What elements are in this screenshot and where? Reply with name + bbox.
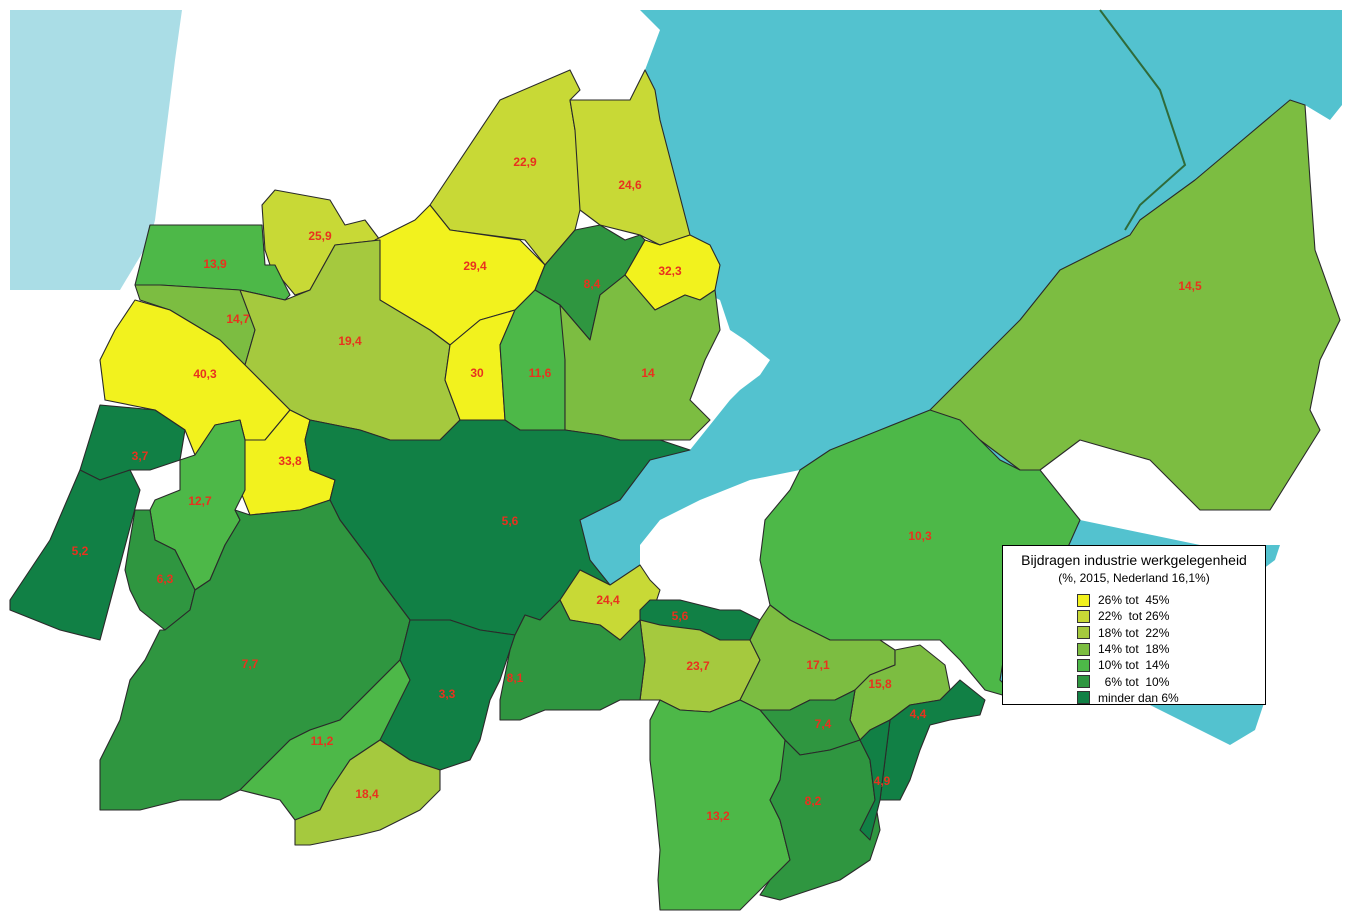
region-value-label: 7,4	[815, 717, 832, 731]
region-value-label: 5,6	[672, 609, 689, 623]
region-value-label: 14,7	[226, 312, 250, 326]
region-value-label: 40,3	[193, 367, 217, 381]
municipality-region	[569, 69, 691, 246]
legend-label: 26% tot 45%	[1098, 593, 1170, 608]
legend-item: 18% tot 22%	[1077, 625, 1179, 641]
region-value-label: 7,7	[242, 657, 259, 671]
region-value-label: 15,8	[868, 677, 892, 691]
region-value-label: 13,2	[706, 809, 730, 823]
region-value-label: 6,3	[157, 572, 174, 586]
region-value-label: 17,1	[806, 658, 830, 672]
region-value-label: 24,4	[596, 593, 620, 607]
region-value-label: 22,9	[513, 155, 537, 169]
region-value-label: 14	[641, 366, 655, 380]
legend-item: 6% tot 10%	[1077, 673, 1179, 689]
region-value-label: 30	[470, 366, 484, 380]
region-value-label: 14,5	[1178, 279, 1202, 293]
legend-title: Bijdragen industrie werkgelegenheid	[1021, 552, 1247, 568]
legend-item: 26% tot 45%	[1077, 592, 1179, 608]
region-value-label: 3,7	[132, 449, 149, 463]
region-value-label: 8,2	[805, 794, 822, 808]
legend-swatch	[1077, 658, 1090, 672]
north-sea	[10, 10, 182, 290]
legend-label: 14% tot 18%	[1098, 642, 1170, 657]
legend-label: 22% tot 26%	[1098, 609, 1170, 624]
region-value-label: 29,4	[463, 259, 487, 273]
region-value-label: 12,7	[188, 494, 212, 508]
region-value-label: 3,3	[439, 687, 456, 701]
legend-swatch	[1077, 642, 1090, 656]
legend-item: 14% tot 18%	[1077, 641, 1179, 657]
municipality-region	[294, 739, 441, 846]
legend-swatch	[1077, 609, 1090, 623]
municipality-region	[759, 409, 1081, 701]
region-value-label: 11,6	[529, 366, 552, 380]
legend-label: 18% tot 22%	[1098, 625, 1170, 640]
region-value-label: 4,9	[874, 774, 891, 788]
legend-swatch	[1077, 626, 1090, 640]
region-value-label: 24,6	[618, 178, 642, 192]
municipality-region	[99, 499, 411, 811]
region-value-label: 13,9	[203, 257, 227, 271]
legend: Bijdragen industrie werkgelegenheid (%, …	[1002, 545, 1266, 705]
region-value-label: 33,8	[278, 454, 302, 468]
municipality-region	[879, 679, 986, 801]
municipality-region	[859, 719, 891, 841]
municipality-region	[9, 469, 141, 641]
legend-label: 10% tot 14%	[1098, 658, 1170, 673]
legend-item: 10% tot 14%	[1077, 657, 1179, 673]
dike-line	[1099, 9, 1187, 231]
legend-item: minder dan 6%	[1077, 690, 1179, 706]
legend-swatch	[1077, 691, 1090, 705]
region-value-label: 25,9	[308, 229, 332, 243]
region-value-label: 5,2	[72, 544, 89, 558]
region-value-label: 32,3	[658, 264, 682, 278]
legend-item: 22% tot 26%	[1077, 608, 1179, 624]
municipality-region	[929, 99, 1341, 511]
region-value-label: 5,6	[502, 514, 519, 528]
region-value-label: 23,7	[686, 659, 710, 673]
region-value-label: 4,4	[910, 707, 927, 721]
municipality-region	[499, 599, 646, 721]
region-value-label: 8,4	[584, 277, 601, 291]
region-value-label: 8,1	[507, 671, 524, 685]
legend-label: minder dan 6%	[1098, 690, 1179, 705]
legend-items: 26% tot 45%22% tot 26%18% tot 22% 14% tot…	[1077, 592, 1179, 706]
legend-label: 6% tot 10%	[1098, 674, 1170, 689]
region-value-label: 18,4	[355, 787, 379, 801]
municipality-region	[759, 739, 881, 901]
region-value-label: 10,3	[908, 529, 932, 543]
legend-subtitle: (%, 2015, Nederland 16,1%)	[1058, 571, 1210, 585]
region-value-label: 19,4	[338, 334, 362, 348]
region-value-label: 11,2	[311, 734, 334, 748]
legend-swatch	[1077, 675, 1090, 689]
legend-swatch	[1077, 593, 1090, 607]
